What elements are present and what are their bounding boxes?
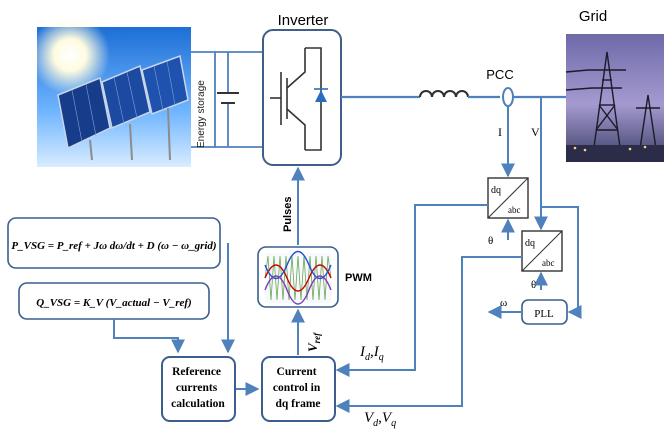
q-vsg-equation: Q_VSG = K_V (V_actual − V_ref): [36, 297, 191, 309]
pwm-waveform-icon: [264, 250, 332, 305]
capacitor-icon: [217, 92, 239, 104]
reference-currents-block: [161, 356, 236, 422]
dq-abc-transform-1: dq abc: [487, 177, 529, 219]
grid-image: [565, 34, 664, 163]
idq-label: Id,Iq: [359, 344, 384, 363]
grid-label: Grid: [579, 8, 607, 25]
current-measure-label: I: [498, 125, 502, 139]
energy-storage-label: Energy storage: [196, 80, 207, 148]
svg-text:dq: dq: [491, 185, 501, 196]
vref-label: Vref: [305, 332, 322, 352]
voltage-measure-label: V: [531, 125, 540, 139]
reference-currents-label: Reference currents calculation: [171, 366, 225, 410]
pulses-label: Pulses: [282, 197, 294, 232]
p-vsg-equation: P_VSG = P_ref + Jω dω/dt + D (ω − ω_grid…: [11, 240, 216, 252]
pcc-sensor-icon: [502, 87, 514, 107]
pcc-label: PCC: [486, 67, 513, 82]
dq-abc-transform-2: dq abc: [521, 230, 563, 272]
diode-icon: [315, 90, 327, 102]
energy-storage-block: [191, 51, 262, 148]
pwm-label: PWM: [345, 272, 372, 284]
solar-panel-image: [30, 15, 191, 167]
theta-label-1: θ: [488, 235, 493, 247]
inverter-label: Inverter: [278, 12, 329, 29]
svg-text:abc: abc: [542, 258, 555, 268]
inductor-icon: [419, 90, 469, 98]
svg-text:dq: dq: [525, 238, 535, 249]
svg-text:abc: abc: [508, 205, 521, 215]
pll-label: PLL: [534, 308, 554, 320]
current-control-label: Current control in dq frame: [273, 366, 323, 410]
omega-label: ω: [500, 297, 507, 309]
vdq-label: Vd,Vq: [364, 410, 396, 429]
theta-label-2: θ: [531, 279, 536, 291]
current-control-block: [261, 356, 336, 422]
p-vsg-equation-box: [7, 217, 221, 269]
